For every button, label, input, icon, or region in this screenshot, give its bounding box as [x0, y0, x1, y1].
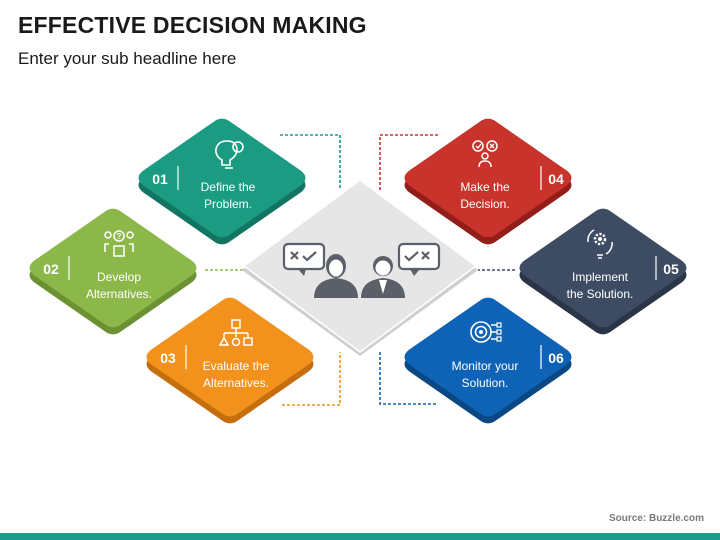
step-label-line1: Monitor your — [452, 359, 519, 373]
connector-01 — [280, 134, 341, 190]
step-number: 02 — [43, 261, 59, 277]
step-diamond-body — [404, 118, 572, 238]
step-number: 04 — [548, 171, 564, 187]
step-label-line1: Make the — [460, 180, 510, 194]
hierarchy-icon — [218, 319, 253, 347]
connector-04 — [379, 134, 438, 190]
gear-cycle-icon — [587, 229, 613, 259]
footer-bar — [0, 533, 720, 540]
connector-06 — [379, 352, 436, 405]
page-subtitle: Enter your sub headline here — [18, 49, 237, 68]
decision-discussion-icon — [282, 242, 441, 298]
page-title: EFFECTIVE DECISION MAKING — [18, 12, 367, 38]
people-choice-icon: ? — [104, 230, 134, 257]
step-label-line2: Problem. — [204, 197, 252, 211]
step-label-line2: Alternatives. — [86, 287, 152, 301]
step-label-line1: Evaluate the — [203, 359, 270, 373]
step-number: 06 — [548, 350, 564, 366]
connector-lines — [205, 134, 515, 406]
step-diamond-body — [138, 118, 306, 238]
step-label-line2: Decision. — [460, 197, 509, 211]
target-monitor-icon — [470, 321, 502, 343]
step-diamond-body — [404, 297, 572, 417]
svg-text:?: ? — [117, 232, 122, 241]
step-label-line1: Implement — [572, 270, 629, 284]
connector-03 — [282, 352, 341, 406]
step-diamond-body — [519, 208, 687, 328]
step-diamond-body — [146, 297, 314, 417]
step-label-line1: Define the — [201, 180, 256, 194]
step-label-line2: Solution. — [462, 376, 509, 390]
source-citation: Source: Buzzle.com — [608, 513, 704, 524]
step-label-line2: Alternatives. — [203, 376, 269, 390]
step-number: 01 — [152, 171, 168, 187]
step-number: 03 — [160, 350, 176, 366]
step-label-line2: the Solution. — [567, 287, 634, 301]
center-diamond — [242, 179, 478, 356]
step-diamond-body — [29, 208, 197, 328]
person-decision-icon — [472, 140, 498, 168]
step-label-line1: Develop — [97, 270, 141, 284]
head-lightbulb-icon — [215, 140, 244, 169]
step-number: 05 — [663, 261, 679, 277]
